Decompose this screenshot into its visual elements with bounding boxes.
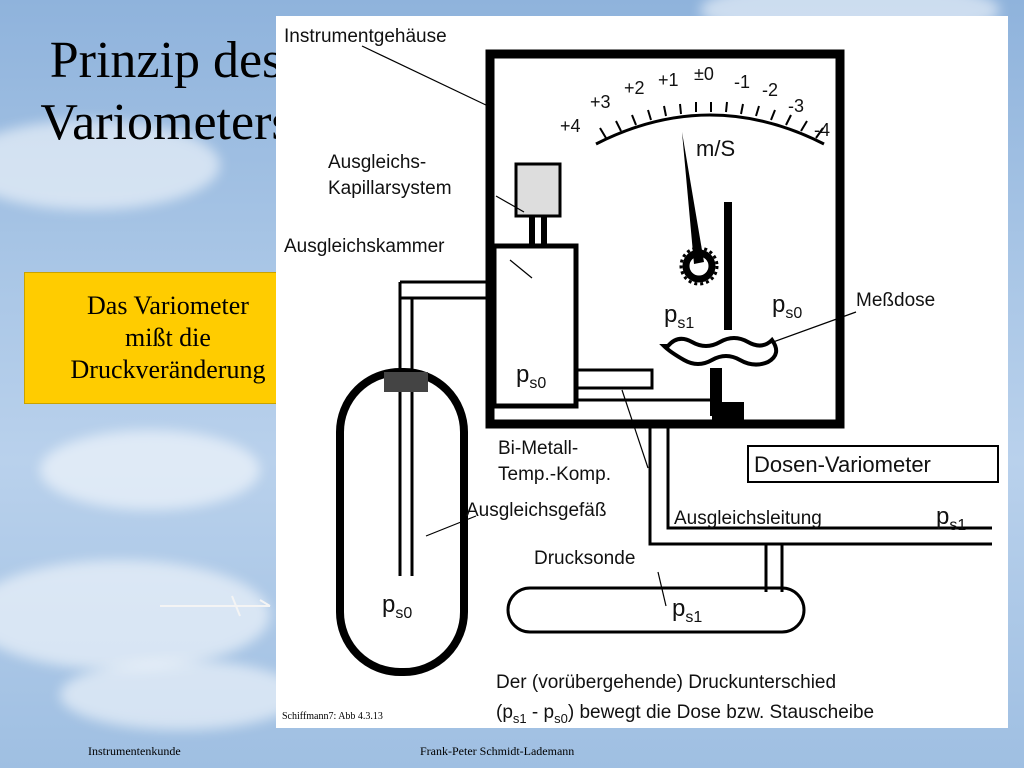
scale-label: ±0 — [694, 64, 714, 84]
leader-lines — [361, 45, 857, 607]
compensation-vessel — [336, 368, 468, 676]
label-instrumentgehaeuse: Instrumentgehäuse — [284, 26, 447, 47]
capillary-block — [514, 162, 562, 218]
label-ausgleichsgefaess: Ausgleichsgefäß — [466, 500, 606, 521]
rack — [724, 202, 732, 330]
cloud — [60, 660, 300, 730]
pressure-label: ps0 — [772, 291, 802, 322]
scale-label: +4 — [560, 116, 581, 136]
footer-right: Frank-Peter Schmidt-Lademann — [420, 744, 575, 758]
label-ausgleichsleitung: Ausgleichsleitung — [674, 508, 822, 529]
pressure-labels: ps1 ps0 ps0 ps1 ps1 ps0 — [382, 291, 966, 626]
gauge-scale: +4 +3 +2 +1 ±0 -1 -2 -3 -4 — [560, 64, 830, 140]
pressure-label: ps1 — [672, 595, 702, 626]
unit-label: m/S — [696, 136, 735, 161]
pressure-label: ps1 — [664, 301, 694, 332]
gauge-pointer — [682, 132, 704, 264]
label-ausgleichskammer: Ausgleichskammer — [284, 236, 445, 257]
gauge-ticks — [599, 101, 824, 139]
label-drucksonde: Drucksonde — [534, 548, 635, 569]
page-title: Prinzip des Variometers — [16, 30, 316, 154]
diagram-labels: Instrumentgehäuse Ausgleichs- Kapillarsy… — [284, 26, 935, 569]
label-tempkomp: Temp.-Komp. — [498, 464, 611, 485]
pressure-label: ps1 — [936, 503, 966, 534]
cloud — [40, 430, 260, 510]
callout-box: Das Variometer mißt die Druckveränderung — [24, 272, 312, 404]
scale-label: -4 — [814, 120, 830, 140]
measuring-capsule — [659, 336, 779, 367]
label-messdose: Meßdose — [856, 290, 935, 311]
callout-line-3: Druckveränderung — [70, 355, 266, 384]
scale-label: -2 — [762, 80, 778, 100]
cloud — [0, 120, 220, 210]
callout-line-2: mißt die — [125, 323, 211, 352]
bimetal-element — [574, 368, 654, 390]
scale-label: -3 — [788, 96, 804, 116]
label-dosen-variometer: Dosen-Variometer — [754, 452, 931, 477]
label-ausgleichs: Ausgleichs- — [328, 152, 426, 173]
callout-line-1: Das Variometer — [87, 291, 249, 320]
footer-left: Instrumentenkunde — [88, 744, 181, 758]
explanation-line-2: (ps1 - ps0) bewegt die Dose bzw. Stausch… — [496, 702, 874, 726]
scale-label: -1 — [734, 72, 750, 92]
compensation-chamber — [491, 243, 579, 409]
pointer-gear — [682, 249, 716, 283]
cloud — [0, 560, 270, 670]
label-kapillarsystem: Kapillarsystem — [328, 178, 452, 199]
glider-icon — [160, 595, 271, 617]
image-credit: Schiffmann7: Abb 4.3.13 — [282, 711, 383, 722]
diagram-panel: +4 +3 +2 +1 ±0 -1 -2 -3 -4 m/S — [276, 16, 1008, 728]
instrument-housing — [485, 49, 845, 429]
scale-label: +3 — [590, 92, 611, 112]
scale-label: +1 — [658, 70, 679, 90]
gauge-arc — [595, 113, 825, 146]
variometer-diagram: +4 +3 +2 +1 ±0 -1 -2 -3 -4 m/S — [284, 26, 999, 726]
title-line-1: Prinzip des — [49, 32, 283, 89]
pressure-label: ps0 — [382, 591, 412, 622]
scale-label: +2 — [624, 78, 645, 98]
compensation-line — [648, 428, 992, 546]
explanation-line-1: Der (vorübergehende) Druckunterschied — [496, 672, 836, 693]
dosen-variometer-box — [747, 445, 999, 483]
pressure-probe — [506, 586, 806, 634]
pressure-label: ps0 — [516, 361, 546, 392]
title-line-2: Variometers — [40, 94, 292, 151]
label-bimetall: Bi-Metall- — [498, 438, 578, 459]
